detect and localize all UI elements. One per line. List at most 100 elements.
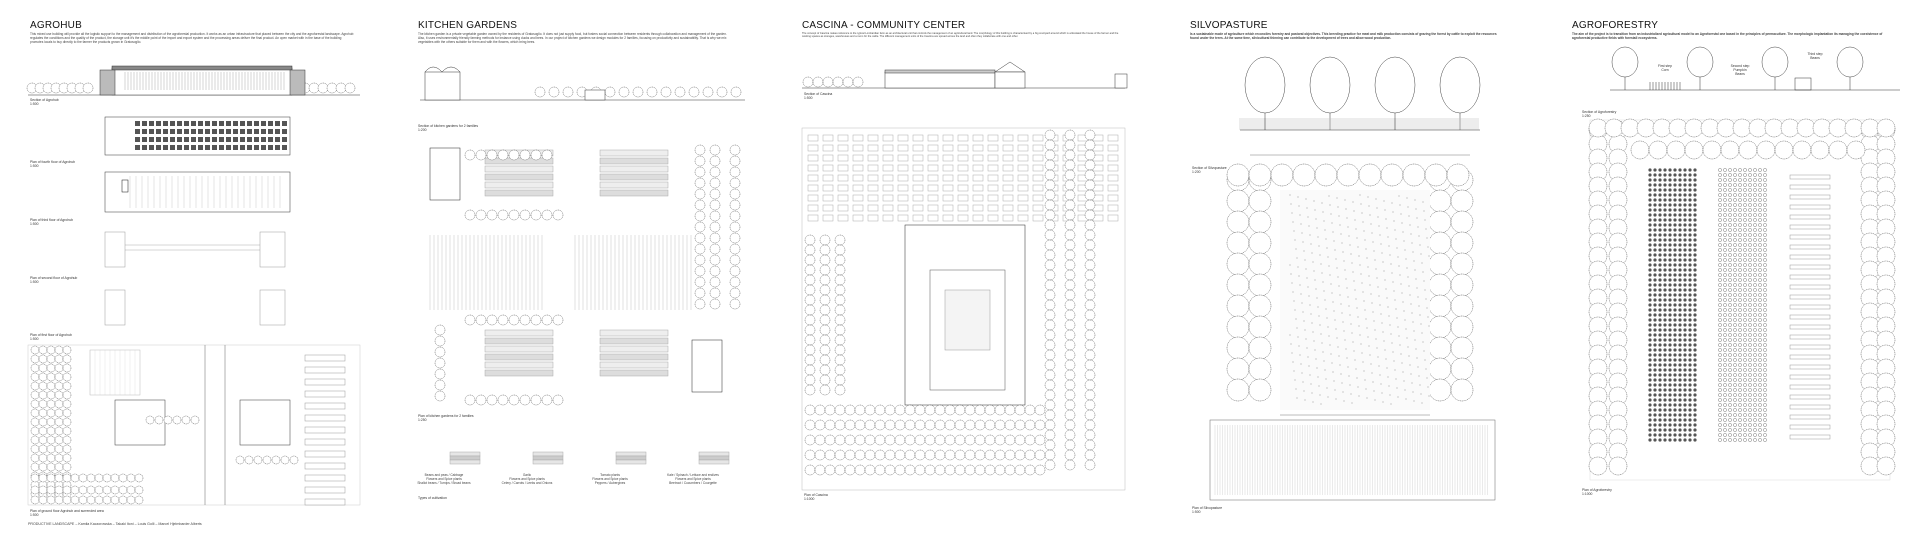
line-work — [191, 121, 196, 126]
pasture-dot — [1296, 397, 1298, 399]
tree-symbol — [62, 354, 72, 364]
crop-plant — [1653, 393, 1657, 397]
pasture-dot — [1323, 360, 1325, 362]
line-work — [177, 137, 182, 142]
crop-plant — [1678, 348, 1682, 352]
crop-plant — [1663, 428, 1667, 432]
pasture-dot — [1401, 222, 1403, 224]
crop-plant — [1688, 408, 1692, 412]
tree-symbol — [1828, 140, 1848, 160]
crop-plant — [1673, 168, 1677, 172]
crop-plant — [1653, 398, 1657, 402]
pasture-dot — [1334, 249, 1336, 251]
crop-plant — [1693, 368, 1697, 372]
line-work — [1002, 214, 1014, 222]
crop-plant — [1693, 398, 1697, 402]
crop-plant — [1673, 293, 1677, 297]
pasture-dot — [1363, 230, 1365, 232]
crop-plant — [1693, 218, 1697, 222]
crop-row — [1789, 404, 1831, 410]
crop-plant — [1668, 368, 1672, 372]
tree-symbol — [1720, 140, 1740, 160]
pasture-dot — [1369, 284, 1371, 286]
pasture-dot — [1324, 299, 1326, 301]
line-work — [957, 184, 969, 192]
pasture-dot — [1316, 297, 1318, 299]
crop-plant — [1658, 303, 1662, 307]
tree-symbol — [62, 426, 72, 436]
pasture-dot — [1301, 372, 1303, 374]
tree-symbol — [344, 82, 356, 94]
crop-plant — [1678, 353, 1682, 357]
crop-plant — [1693, 248, 1697, 252]
tree-symbol — [497, 394, 509, 406]
garden-bed — [484, 189, 554, 197]
pasture-dot — [1308, 365, 1310, 367]
tree-symbol — [730, 86, 742, 98]
crop-plant — [1673, 203, 1677, 207]
crop-plant — [1663, 233, 1667, 237]
pasture-dot — [1329, 274, 1331, 276]
tree-symbol — [62, 417, 72, 427]
pasture-dot — [1325, 308, 1327, 310]
pasture-dot — [1305, 338, 1307, 340]
panel-description: The kitchen garden is a private vegetabl… — [418, 32, 727, 44]
line-work — [149, 145, 154, 150]
pasture-dot — [1306, 207, 1308, 209]
crop-plant — [1678, 223, 1682, 227]
line-work — [261, 145, 266, 150]
pasture-dot — [1336, 197, 1338, 199]
pasture-dot — [1428, 255, 1430, 257]
crop-plant — [1653, 268, 1657, 272]
crop-plant — [1663, 213, 1667, 217]
crop-plant — [1683, 333, 1687, 337]
crop-plant — [1648, 398, 1652, 402]
pasture-dot — [1327, 326, 1329, 328]
crop-plant — [1688, 268, 1692, 272]
crop-plant — [1678, 378, 1682, 382]
crop-row — [1789, 174, 1831, 180]
crop-plant — [1648, 428, 1652, 432]
crop-row — [1789, 314, 1831, 320]
tree-symbol — [1668, 118, 1688, 138]
crop-plant — [1658, 348, 1662, 352]
crop-plant — [1678, 233, 1682, 237]
crop-plant — [1693, 383, 1697, 387]
tree-symbol — [709, 199, 721, 211]
line-work — [184, 121, 189, 126]
line-work — [1002, 184, 1014, 192]
pasture-dot — [1391, 202, 1393, 204]
garden-bed — [484, 337, 554, 345]
crop-row — [1789, 354, 1831, 360]
line-work — [584, 89, 606, 101]
pasture-dot — [1389, 394, 1391, 396]
pasture-dot — [1343, 400, 1345, 402]
line-work — [987, 194, 999, 202]
line-work — [994, 71, 1026, 89]
pasture-dot — [1385, 218, 1387, 220]
crop-row — [1789, 364, 1831, 370]
pasture-dot — [1380, 313, 1382, 315]
tree-symbol — [1666, 140, 1686, 160]
crop-plant — [1678, 173, 1682, 177]
tree-symbol — [709, 144, 721, 156]
pasture-dot — [1392, 211, 1394, 213]
crop-plant — [1658, 338, 1662, 342]
pasture-dot — [1428, 325, 1430, 327]
crop-plant — [1658, 253, 1662, 257]
tree-elevation — [1836, 46, 1864, 78]
pasture-dot — [1427, 246, 1429, 248]
crop-plant — [1668, 438, 1672, 442]
tree-symbol — [709, 155, 721, 167]
pasture-dot — [1417, 366, 1419, 368]
tree-symbol — [1684, 118, 1704, 138]
line-work — [135, 121, 140, 126]
crop-plant — [1653, 328, 1657, 332]
pasture-dot — [1312, 401, 1314, 403]
tree-symbol — [1716, 118, 1736, 138]
tree-symbol — [1588, 400, 1608, 420]
crop-plant — [1648, 188, 1652, 192]
crop-plant — [1693, 198, 1697, 202]
line-work — [852, 164, 864, 172]
tree-symbol — [1876, 176, 1896, 196]
